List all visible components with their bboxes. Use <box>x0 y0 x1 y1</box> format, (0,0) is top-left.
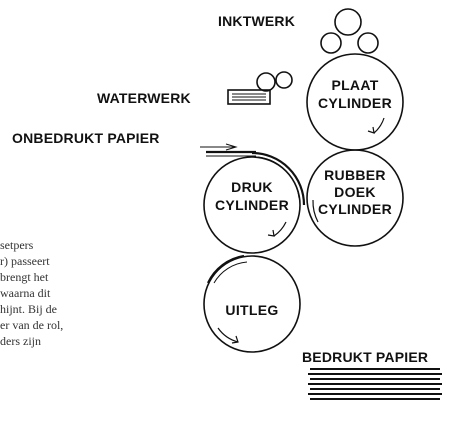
printed-paper-stack <box>308 368 442 400</box>
rubber-blanket-cylinder <box>306 149 404 247</box>
rubber-rotation-arrow <box>312 199 319 223</box>
delivery-cylinder <box>203 255 301 353</box>
water-tray-box <box>227 89 271 105</box>
water-roller-left <box>256 72 276 92</box>
impression-cylinder-line-1: DRUK <box>231 179 273 195</box>
label-waterwerk: WATERWERK <box>97 90 191 106</box>
body-text-line: ders zijn <box>0 334 41 348</box>
body-text-fragment: setpers r) passeert brengt het waarna di… <box>0 237 120 349</box>
label-onbedrukt-papier: ONBEDRUKT PAPIER <box>12 130 160 146</box>
plate-rotation-arrow <box>373 117 385 134</box>
plate-cylinder-label: PLAAT CYLINDER <box>305 76 405 112</box>
plate-arrowhead <box>367 126 375 134</box>
impression-rotation-arrow <box>273 221 287 237</box>
rubber-cylinder-line-3: CYLINDER <box>318 201 392 217</box>
delivery-cylinder-label: UITLEG <box>225 302 279 318</box>
body-text-line: r) passeert <box>0 254 50 268</box>
water-roller-right <box>275 71 293 89</box>
body-text-line: hijnt. Bij de <box>0 302 57 316</box>
body-text-line: er van de rol, <box>0 318 64 332</box>
ink-rollers <box>320 8 379 54</box>
plate-cylinder-line-2: CYLINDER <box>318 95 392 111</box>
ink-roller-right <box>357 32 379 54</box>
paper-path-impression <box>251 151 306 206</box>
rubber-cylinder-label: RUBBER DOEK CYLINDER <box>305 167 405 218</box>
body-text-line: brengt het <box>0 270 49 284</box>
paper-feed <box>200 143 256 157</box>
ink-roller-top <box>334 8 362 36</box>
paper-path-delivery <box>207 254 245 284</box>
impression-cylinder-label: DRUK CYLINDER <box>202 178 302 214</box>
water-tray <box>227 89 271 105</box>
ink-roller-left <box>320 32 342 54</box>
label-inktwerk: INKTWERK <box>218 13 296 29</box>
label-bedrukt-papier: BEDRUKT PAPIER <box>302 349 429 365</box>
impression-cylinder <box>203 156 301 254</box>
body-text-line: setpers <box>0 238 34 252</box>
body-text-line: waarna dit <box>0 286 51 300</box>
water-rollers <box>256 71 293 92</box>
rubber-cylinder-line-1: RUBBER <box>324 167 386 183</box>
plate-cylinder-line-1: PLAAT <box>331 77 379 93</box>
rubber-cylinder-line-2: DOEK <box>334 184 376 200</box>
impression-cylinder-line-2: CYLINDER <box>215 197 289 213</box>
